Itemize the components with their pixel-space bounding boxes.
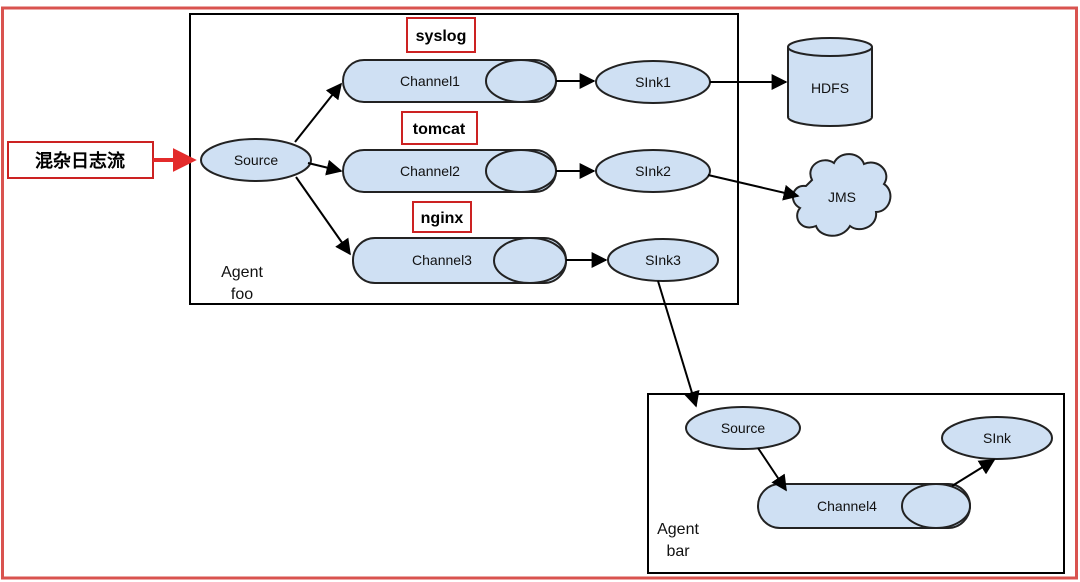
channel4-label: Channel4 bbox=[817, 498, 877, 514]
channel2-label: Channel2 bbox=[400, 163, 460, 179]
input-label-box bbox=[7, 141, 154, 179]
hdfs-cylinder bbox=[787, 37, 873, 127]
channel3-label: Channel3 bbox=[412, 252, 472, 268]
agent-bar-label-line2: bar bbox=[666, 543, 690, 560]
hdfs-label: HDFS bbox=[811, 80, 849, 96]
agent-bar-box bbox=[647, 393, 1065, 574]
arrow-channel4-barsink bbox=[951, 459, 996, 487]
tag-nginx-box bbox=[412, 201, 472, 233]
tag-tomcat: tomcat bbox=[413, 121, 466, 138]
agent-bar-label-line1: Agent bbox=[657, 521, 699, 538]
channel4-node bbox=[757, 483, 971, 529]
arrow-source-channel2 bbox=[307, 159, 343, 176]
tag-tomcat-box bbox=[401, 111, 478, 145]
bar-source-node bbox=[685, 406, 801, 450]
input-label: 混杂日志流 bbox=[35, 150, 125, 172]
tag-syslog-box bbox=[406, 17, 476, 53]
tag-nginx: nginx bbox=[421, 210, 464, 227]
sink2-node bbox=[595, 149, 711, 193]
outer-frame bbox=[1, 6, 1078, 580]
sink3-label: SInk3 bbox=[645, 252, 681, 268]
sink1-label: SInk1 bbox=[635, 74, 671, 90]
channel1-label: Channel1 bbox=[400, 73, 460, 89]
jms-label: JMS bbox=[828, 189, 856, 205]
arrow-barsource-channel4 bbox=[757, 447, 787, 492]
arrow-source-channel1 bbox=[294, 82, 342, 143]
sink2-label: SInk2 bbox=[635, 163, 671, 179]
channel3-node bbox=[352, 237, 567, 284]
flow-arrows bbox=[294, 73, 996, 492]
tag-syslog: syslog bbox=[416, 28, 467, 45]
agent-foo-label-line2: foo bbox=[231, 286, 253, 303]
bar-sink-node bbox=[941, 416, 1053, 460]
channel2-node bbox=[342, 149, 557, 193]
arrow-source-channel3 bbox=[295, 176, 351, 256]
bar-source-label: Source bbox=[721, 420, 766, 436]
bar-sink-label: SInk bbox=[983, 430, 1012, 446]
foo-source-label: Source bbox=[234, 152, 279, 168]
arrow-sink2-jms bbox=[707, 174, 800, 201]
foo-source-node bbox=[200, 138, 312, 182]
jms-cloud bbox=[791, 153, 892, 237]
arrow-sink3-barsource bbox=[657, 280, 700, 408]
agent-foo-label-line1: Agent bbox=[221, 264, 263, 281]
sink3-node bbox=[607, 238, 719, 282]
